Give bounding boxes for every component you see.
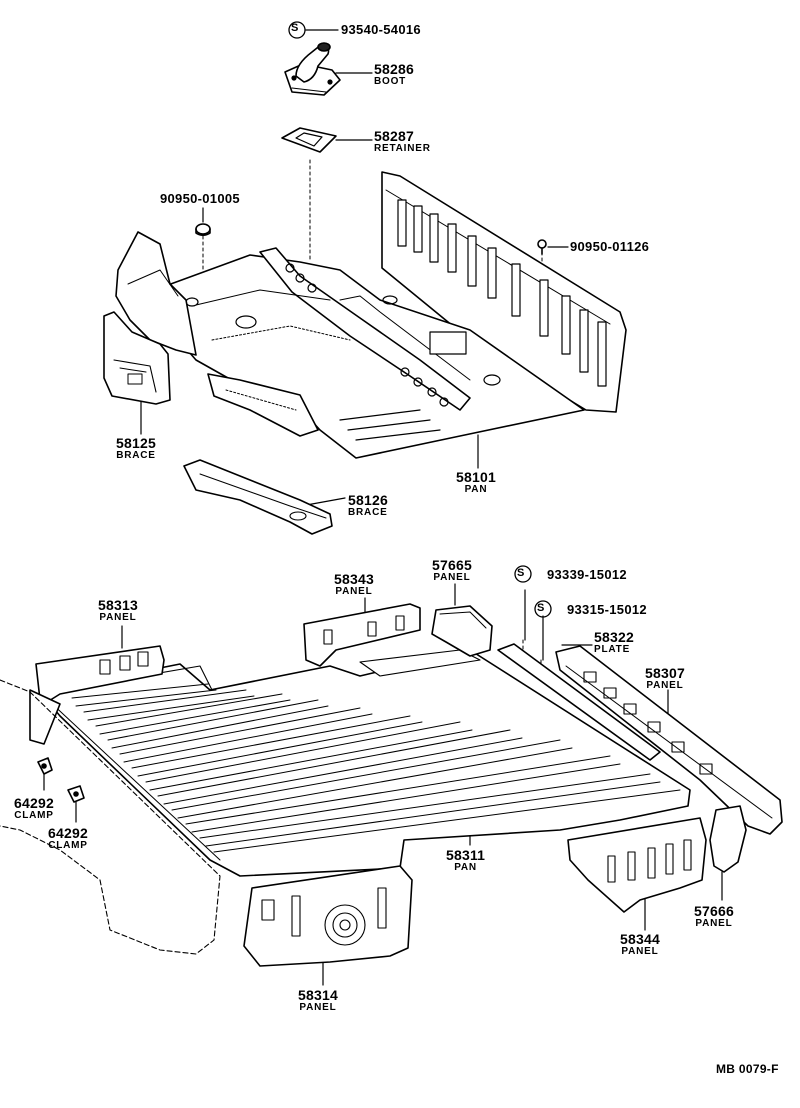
body-side-outline	[0, 679, 221, 955]
part-name-panel-57666: PANEL	[695, 918, 733, 929]
part-number-93339-15012: 93339-15012	[547, 567, 627, 582]
part-name-brace-58125: BRACE	[116, 450, 156, 461]
part-name-panel-58313: PANEL	[99, 612, 137, 623]
callout-58307: 58307 PANEL	[645, 666, 685, 691]
callout-58311: 58311 PAN	[446, 848, 485, 873]
panel-57666-shape	[709, 805, 747, 873]
part-number-58322: 58322	[594, 629, 634, 645]
part-name-panel-57665: PANEL	[433, 572, 471, 583]
plug-90950-01005-shape	[195, 223, 211, 237]
panel-58314-shape	[243, 865, 413, 967]
callout-64292-a: 64292 CLAMP	[14, 796, 54, 821]
part-number-58101: 58101	[456, 469, 496, 485]
callout-57666: 57666 PANEL	[694, 904, 734, 929]
clamp-64292-a-shape	[37, 757, 53, 775]
part-name-clamp-a: CLAMP	[14, 810, 54, 821]
part-name-pan-58311: PAN	[454, 862, 477, 873]
part-number-90950-01005: 90950-01005	[160, 191, 240, 206]
screw-93540-shape	[288, 21, 306, 39]
part-number-93315-15012: 93315-15012	[567, 602, 647, 617]
std-mark-93315: S	[537, 602, 545, 614]
callout-58313: 58313 PANEL	[98, 598, 138, 623]
part-number-58125: 58125	[116, 435, 156, 451]
plate-58322-shape	[497, 643, 661, 761]
callout-58322: 58322 PLATE	[594, 630, 634, 655]
part-number-58287: 58287	[374, 128, 414, 144]
part-number-58313: 58313	[98, 597, 138, 613]
part-number-64292-b: 64292	[48, 825, 88, 841]
callout-57665: 57665 PANEL	[432, 558, 472, 583]
panel-58313-shape	[29, 645, 165, 745]
panel-57665-shape	[431, 605, 493, 657]
part-number-58343: 58343	[334, 571, 374, 587]
std-mark-93339: S	[517, 567, 525, 579]
std-mark-93540: S	[291, 22, 299, 34]
part-name-boot: BOOT	[374, 76, 407, 87]
part-number-58126: 58126	[348, 492, 388, 508]
part-number-58344: 58344	[620, 931, 660, 947]
part-name-panel-58344: PANEL	[621, 946, 659, 957]
part-name-brace-58126: BRACE	[348, 507, 388, 518]
panel-58344-shape	[567, 817, 707, 913]
callout-64292-b: 64292 CLAMP	[48, 826, 88, 851]
part-number-58286: 58286	[374, 61, 414, 77]
callout-58125: 58125 BRACE	[116, 436, 156, 461]
plug-90950-01126-shape	[537, 239, 547, 255]
part-number-57665: 57665	[432, 557, 472, 573]
part-number-58307: 58307	[645, 665, 685, 681]
callout-58343: 58343 PANEL	[334, 572, 374, 597]
clamp-64292-b-shape	[67, 785, 85, 803]
part-number-58314: 58314	[298, 987, 338, 1003]
part-number-57666: 57666	[694, 903, 734, 919]
part-name-panel-58307: PANEL	[646, 680, 684, 691]
rear-floor-58311-shape	[39, 649, 691, 877]
part-number-90950-01126: 90950-01126	[570, 239, 650, 254]
callout-58286: 58286 BOOT	[374, 62, 414, 87]
part-name-plate-58322: PLATE	[594, 644, 631, 655]
boot-58286-shape	[284, 42, 341, 96]
callout-58126: 58126 BRACE	[348, 493, 388, 518]
part-number-93540-54016: 93540-54016	[341, 22, 421, 37]
panel-58343-shape	[303, 603, 421, 667]
part-number-58311: 58311	[446, 847, 486, 863]
brace-58125-shape	[103, 311, 171, 405]
part-name-retainer: RETAINER	[374, 143, 431, 154]
floor-pan-58101-shape	[115, 171, 627, 459]
callout-58314: 58314 PANEL	[298, 988, 338, 1013]
part-number-64292-a: 64292	[14, 795, 54, 811]
part-name-clamp-b: CLAMP	[48, 840, 88, 851]
callout-58101: 58101 PAN	[456, 470, 496, 495]
part-name-pan-58101: PAN	[464, 484, 488, 495]
brace-58126-shape	[183, 459, 333, 535]
retainer-58287-shape	[281, 127, 337, 153]
panel-58307-shape	[555, 645, 783, 835]
part-name-panel-58314: PANEL	[299, 1002, 337, 1013]
callout-58287: 58287 RETAINER	[374, 129, 431, 154]
part-name-panel-58343: PANEL	[335, 586, 373, 597]
callout-58344: 58344 PANEL	[620, 932, 660, 957]
diagram-code: MB 0079-F	[716, 1062, 779, 1076]
